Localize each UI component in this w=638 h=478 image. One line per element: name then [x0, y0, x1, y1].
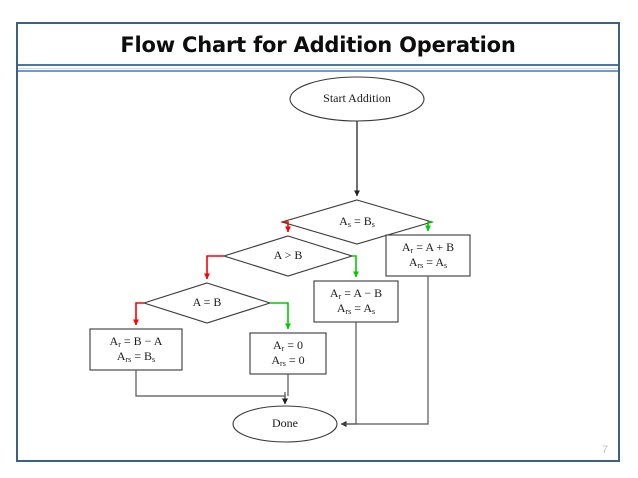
title-divider-top [18, 64, 618, 66]
page-title: Flow Chart for Addition Operation [120, 33, 516, 57]
slide-title-bar: Flow Chart for Addition Operation [18, 24, 618, 66]
slide-frame [16, 22, 620, 462]
title-divider-middle [18, 68, 618, 69]
page-number: 7 [601, 444, 608, 456]
title-divider-bottom [18, 70, 618, 72]
